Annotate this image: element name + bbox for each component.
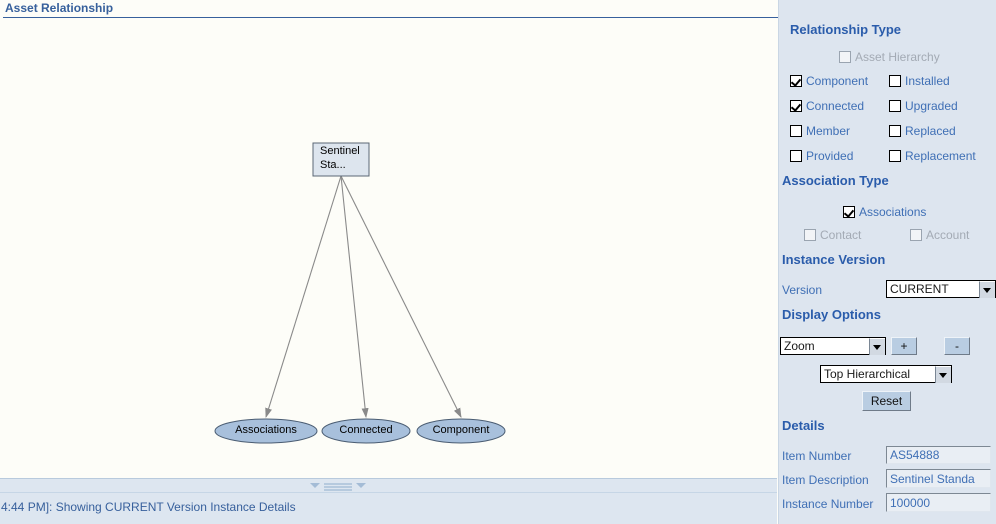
member-label: Member [806,124,851,138]
connected-checkbox-icon[interactable] [790,100,802,112]
diagram-node-root [312,142,370,177]
checkbox-provided[interactable]: Provided [790,149,853,163]
item-number-value[interactable]: AS54888 [886,446,991,464]
options-side-panel: Relationship Type Asset Hierarchy Compon… [778,19,996,524]
item-number-label: Item Number [782,449,852,463]
section-title-association-type: Association Type [782,173,889,188]
associations-label: Associations [859,205,927,219]
zoom-select-value: Zoom [784,339,815,353]
diagram-edges [265,175,462,419]
provided-label: Provided [806,149,854,163]
checkbox-component[interactable]: Component [790,74,868,88]
checkbox-upgraded[interactable]: Upgraded [889,99,958,113]
checkbox-connected[interactable]: Connected [790,99,864,113]
diagram-node-component [416,418,506,444]
version-select[interactable]: CURRENT [886,280,996,298]
component-checkbox-icon[interactable] [790,75,802,87]
checkbox-member[interactable]: Member [790,124,850,138]
reset-button[interactable]: Reset [862,391,911,411]
item-description-value[interactable]: Sentinel Standa [886,469,991,488]
zoom-out-button[interactable]: - [944,337,970,355]
replacement-label: Replacement [905,149,976,163]
diagram-canvas[interactable]: Sentinel Sta... Associations Connected C… [0,19,777,478]
diagram-node-associations [214,418,318,444]
checkbox-asset-hierarchy[interactable]: Asset Hierarchy [839,50,940,64]
item-description-label: Item Description [782,473,869,487]
chevron-down-icon[interactable] [979,280,995,298]
diagram-node-connected [321,418,411,444]
splitter-collapse-right-icon[interactable] [356,483,366,488]
status-bar: 4:44 PM]: Showing CURRENT Version Instan… [0,492,777,524]
instance-number-value[interactable]: 100000 [886,493,991,512]
upgraded-checkbox-icon[interactable] [889,100,901,112]
checkbox-installed[interactable]: Installed [889,74,950,88]
checkbox-account[interactable]: Account [910,228,969,242]
status-message: 4:44 PM]: Showing CURRENT Version Instan… [1,500,296,514]
associations-checkbox-icon[interactable] [843,206,855,218]
chevron-down-icon[interactable] [869,337,885,355]
section-title-relationship-type: Relationship Type [790,22,901,37]
upgraded-label: Upgraded [905,99,958,113]
contact-checkbox-icon[interactable] [804,229,816,241]
account-checkbox-icon[interactable] [910,229,922,241]
section-title-details: Details [782,418,825,433]
layout-select[interactable]: Top Hierarchical [820,365,952,383]
page-title: Asset Relationship [5,1,114,15]
version-label: Version [782,283,823,297]
asset-hierarchy-checkbox-icon[interactable] [839,51,851,63]
splitter-collapse-left-icon[interactable] [310,483,320,488]
zoom-in-button[interactable]: + [891,337,917,355]
chevron-down-icon[interactable] [935,365,951,383]
installed-checkbox-icon[interactable] [889,75,901,87]
layout-select-value: Top Hierarchical [824,367,911,381]
header-divider [3,17,880,18]
section-title-display-options: Display Options [782,307,881,322]
zoom-select[interactable]: Zoom [780,337,886,355]
provided-checkbox-icon[interactable] [790,150,802,162]
instance-number-label: Instance Number [782,497,874,511]
side-panel-top-filler [778,0,996,19]
version-select-value: CURRENT [890,282,949,296]
diagram-graphics [214,142,506,444]
account-label: Account [926,228,970,242]
splitter-handle[interactable] [310,482,366,491]
replaced-checkbox-icon[interactable] [889,125,901,137]
connected-label: Connected [806,99,865,113]
checkbox-replacement[interactable]: Replacement [889,149,976,163]
installed-label: Installed [905,74,950,88]
asset-hierarchy-label: Asset Hierarchy [855,50,940,64]
checkbox-associations[interactable]: Associations [843,205,926,219]
replaced-label: Replaced [905,124,956,138]
component-label: Component [806,74,869,88]
replacement-checkbox-icon[interactable] [889,150,901,162]
section-title-instance-version: Instance Version [782,252,886,267]
checkbox-contact[interactable]: Contact [804,228,861,242]
splitter-grip-icon[interactable] [324,482,352,491]
contact-label: Contact [820,228,862,242]
page-header: Asset Relationship [0,0,996,18]
canvas-splitter[interactable] [0,478,777,493]
member-checkbox-icon[interactable] [790,125,802,137]
checkbox-replaced[interactable]: Replaced [889,124,956,138]
